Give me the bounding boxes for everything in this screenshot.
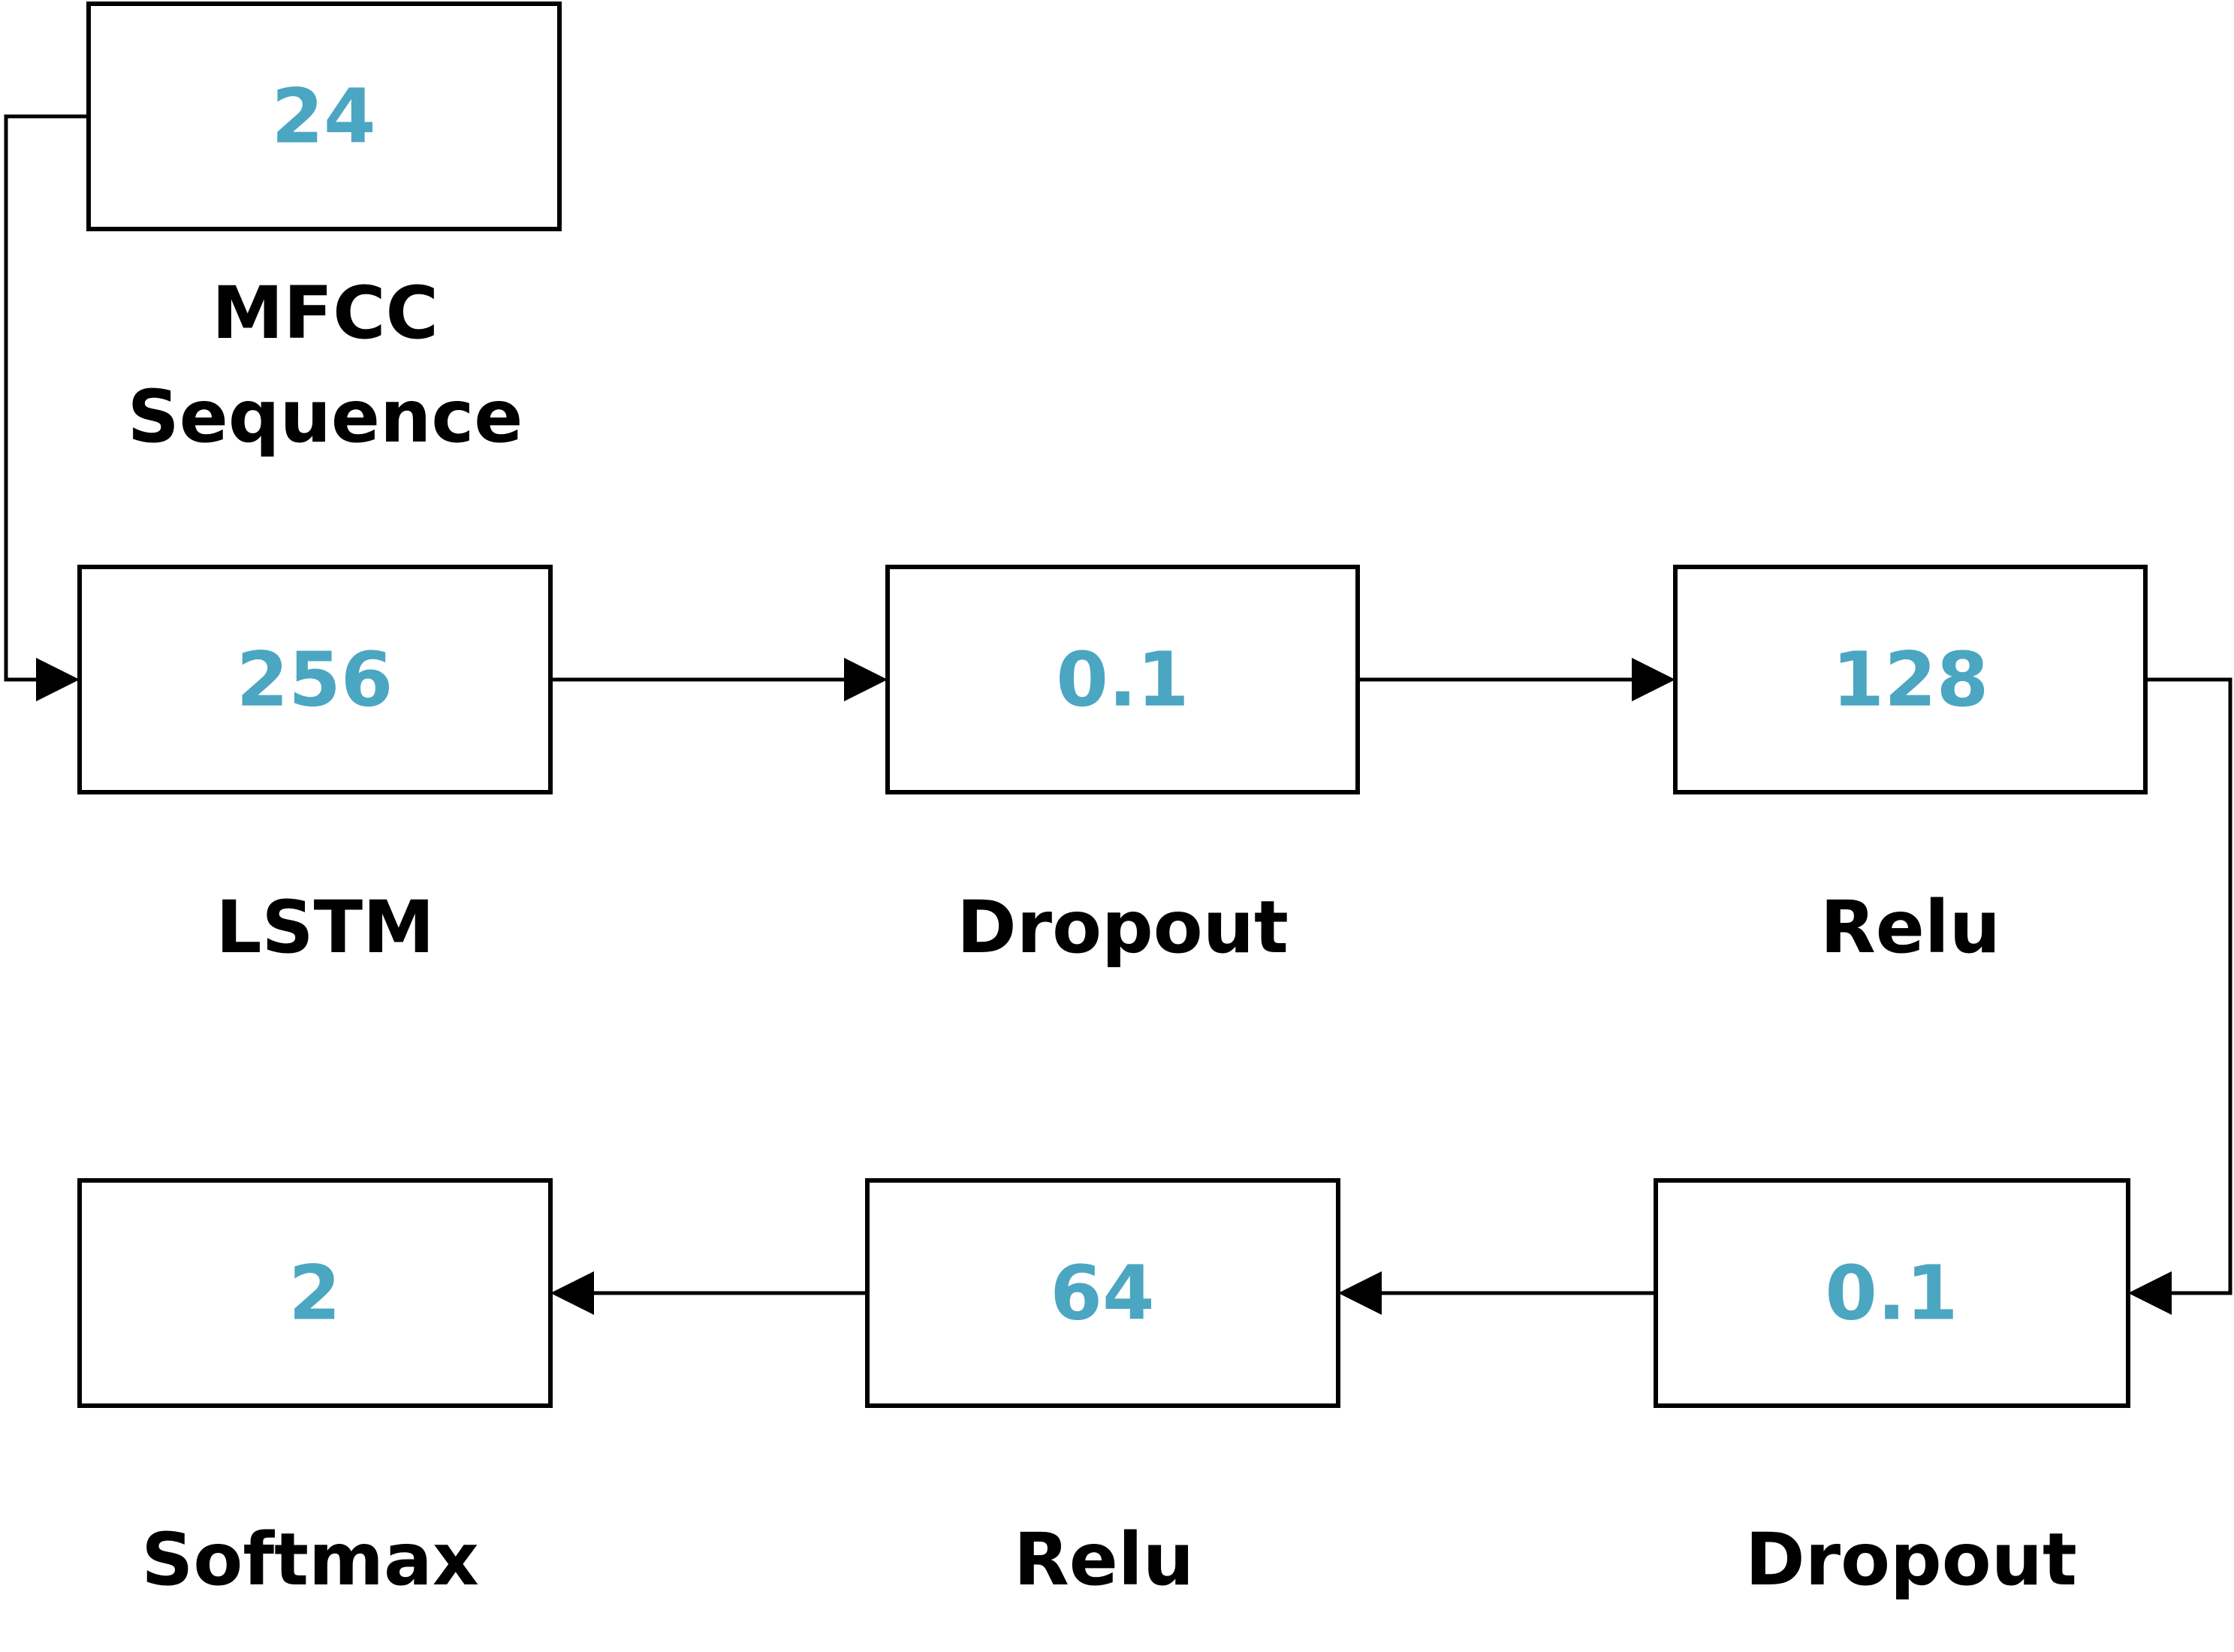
edge-relu-to-softmax bbox=[550, 1271, 867, 1315]
node-dropout-1: 0.1 Dropout bbox=[885, 565, 1360, 969]
dropout-1-box bbox=[885, 565, 1360, 794]
edge-dropout-to-relu bbox=[1358, 658, 1675, 701]
lstm-label: LSTM bbox=[216, 885, 434, 969]
relu-2-box bbox=[865, 1178, 1340, 1408]
node-dropout-2: 0.1 Dropout bbox=[1654, 1178, 2130, 1602]
node-lstm: 256 LSTM bbox=[77, 565, 553, 969]
relu-1-box bbox=[1673, 565, 2148, 794]
edge-lstm-to-dropout bbox=[550, 658, 888, 701]
softmax-label: Softmax bbox=[141, 1518, 478, 1602]
connectors bbox=[4, 114, 2232, 1315]
node-relu-1: 128 Relu bbox=[1673, 565, 2148, 969]
node-mfcc: 24 MFCC Sequence bbox=[86, 2, 562, 459]
relu-1-value: 128 bbox=[1832, 636, 1989, 724]
node-relu-2: 64 Relu bbox=[865, 1178, 1340, 1602]
softmax-value: 2 bbox=[288, 1250, 341, 1337]
dropout-1-value: 0.1 bbox=[1056, 636, 1189, 724]
node-softmax: 2 Softmax bbox=[77, 1178, 553, 1602]
softmax-box bbox=[77, 1178, 553, 1408]
relu-2-value: 64 bbox=[1050, 1250, 1154, 1337]
dropout-2-box bbox=[1654, 1178, 2130, 1408]
mfcc-label-line1: MFCC bbox=[212, 271, 439, 355]
relu-1-label: Relu bbox=[1820, 885, 2000, 969]
dropout-1-label: Dropout bbox=[957, 885, 1289, 969]
mfcc-box bbox=[86, 2, 562, 231]
relu-2-label: Relu bbox=[1014, 1518, 1194, 1602]
dropout-2-value: 0.1 bbox=[1825, 1250, 1958, 1337]
lstm-box bbox=[77, 565, 553, 794]
mfcc-label-line2: Sequence bbox=[128, 375, 523, 459]
mfcc-value: 24 bbox=[271, 73, 375, 161]
edge-relu-to-dropout bbox=[2128, 677, 2232, 1315]
edge-dropout-to-relu-bottom bbox=[1338, 1271, 1656, 1315]
lstm-value: 256 bbox=[237, 636, 393, 724]
edge-mfcc-to-lstm bbox=[4, 114, 89, 701]
dropout-2-label: Dropout bbox=[1745, 1518, 2077, 1602]
